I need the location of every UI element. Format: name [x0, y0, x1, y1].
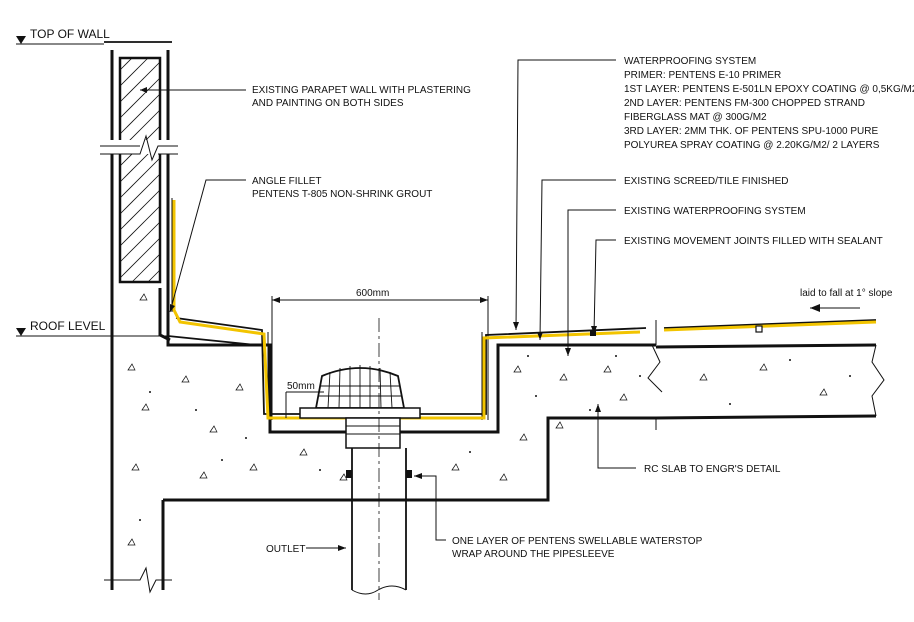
- concrete-dots: [139, 355, 851, 521]
- waterstop-left: [346, 470, 352, 478]
- wp-line-5: FIBERGLASS MAT @ 300G/M2: [624, 112, 767, 123]
- wp-line-7: POLYUREA SPRAY COATING @ 2.20KG/M2/ 2 LA…: [624, 140, 880, 151]
- screed-and-sump: [167, 296, 877, 420]
- drain-flange: [299, 407, 421, 419]
- waterstop-line-2: WRAP AROUND THE PIPESLEEVE: [452, 549, 615, 560]
- rc-slab: [104, 288, 885, 594]
- rc-slab-label: RC SLAB TO ENGR'S DETAIL: [644, 464, 781, 475]
- dim-600-label: 600mm: [356, 288, 389, 299]
- dimension-600: 600mm: [272, 288, 488, 303]
- level-marker-icon: [16, 328, 26, 336]
- waterstop-right: [406, 470, 412, 478]
- dim-50-label: 50mm: [287, 381, 315, 392]
- new-membrane: [171, 198, 877, 420]
- parapet-annotation: EXISTING PARAPET WALL WITH PLASTERING AN…: [140, 85, 471, 109]
- drain-outlet: [299, 318, 421, 600]
- rc-slab-annotation: RC SLAB TO ENGR'S DETAIL: [595, 404, 781, 475]
- arrow-icon: [810, 304, 820, 312]
- concrete-aggregate: [127, 293, 828, 546]
- masonry-core: [118, 56, 162, 284]
- parapet-line-2: AND PAINTING ON BOTH SIDES: [252, 98, 404, 109]
- waterstop-annotation: ONE LAYER OF PENTENS SWELLABLE WATERSTOP…: [414, 473, 703, 560]
- parapet-wall: [100, 41, 178, 590]
- existing-wp-label: EXISTING WATERPROOFING SYSTEM: [624, 206, 806, 217]
- wp-line-1: WATERPROOFING SYSTEM: [624, 56, 756, 67]
- sealant-joint-2: [755, 325, 763, 333]
- screed-annotation: EXISTING SCREED/TILE FINISHED: [537, 176, 788, 341]
- wp-line-2: PRIMER: PENTENS E-10 PRIMER: [624, 70, 781, 81]
- fillet-line-1: ANGLE FILLET: [252, 176, 321, 187]
- fillet-line-2: PENTENS T-805 NON-SHRINK GROUT: [252, 189, 432, 200]
- sealant-joint: [590, 330, 596, 336]
- waterproofing-annotation: WATERPROOFING SYSTEM PRIMER: PENTENS E-1…: [513, 56, 914, 331]
- existing-wp-annotation: EXISTING WATERPROOFING SYSTEM: [565, 206, 806, 356]
- break-line-icon: [100, 134, 178, 162]
- dimension-50: 50mm: [285, 381, 324, 418]
- top-of-wall-marker: TOP OF WALL: [16, 27, 110, 45]
- screed-label: EXISTING SCREED/TILE FINISHED: [624, 176, 788, 187]
- roof-level-marker: ROOF LEVEL: [16, 319, 168, 337]
- top-of-wall-label: TOP OF WALL: [30, 27, 110, 41]
- slope-annotation: laid to fall at 1° slope: [800, 288, 893, 312]
- slope-label: laid to fall at 1° slope: [800, 288, 893, 299]
- wp-line-6: 3RD LAYER: 2MM THK. OF PENTENS SPU-1000 …: [624, 126, 878, 137]
- outlet-label: OUTLET: [266, 544, 305, 555]
- wp-line-3: 1ST LAYER: PENTENS E-501LN EPOXY COATING…: [624, 84, 914, 95]
- roof-level-label: ROOF LEVEL: [30, 319, 106, 333]
- joints-annotation: EXISTING MOVEMENT JOINTS FILLED WITH SEA…: [590, 236, 883, 336]
- joints-label: EXISTING MOVEMENT JOINTS FILLED WITH SEA…: [624, 236, 883, 247]
- parapet-line-1: EXISTING PARAPET WALL WITH PLASTERING: [252, 85, 471, 96]
- fillet-annotation: ANGLE FILLET PENTENS T-805 NON-SHRINK GR…: [169, 176, 432, 313]
- waterstop-line-1: ONE LAYER OF PENTENS SWELLABLE WATERSTOP: [452, 536, 703, 547]
- wp-line-4: 2ND LAYER: PENTENS FM-300 CHOPPED STRAND: [624, 98, 865, 109]
- level-marker-icon: [16, 36, 26, 44]
- outlet-annotation: OUTLET: [266, 544, 346, 555]
